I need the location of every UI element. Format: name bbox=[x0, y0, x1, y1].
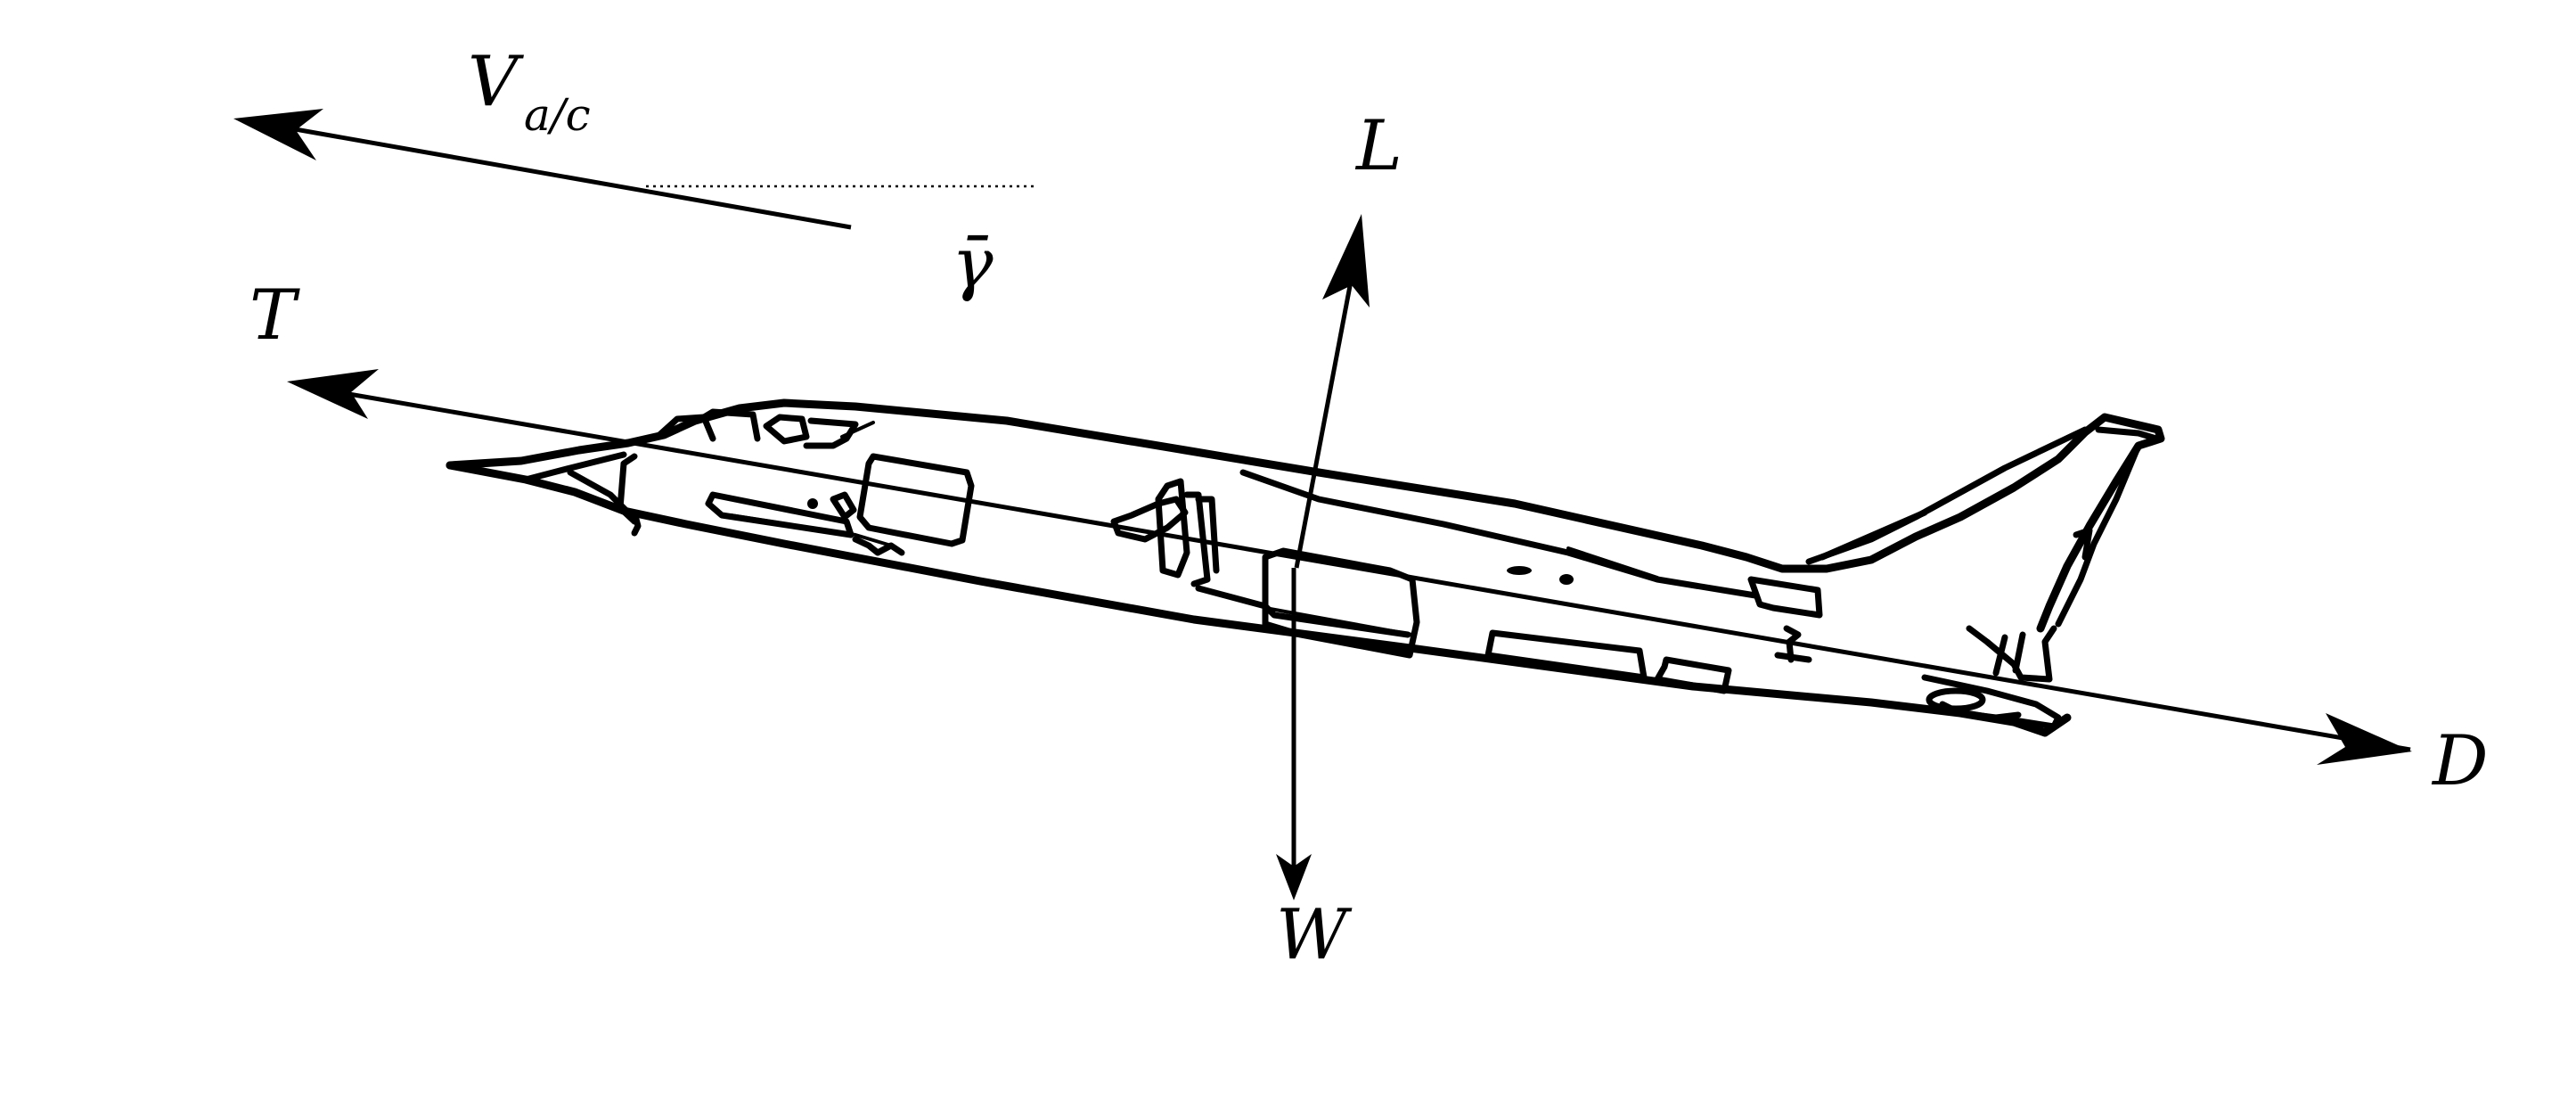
tail-cone-bottom bbox=[1921, 674, 2062, 730]
main-gear-bay bbox=[1262, 547, 1420, 659]
canopy-frame-3 bbox=[803, 417, 859, 449]
vertical-tail-tip bbox=[2095, 426, 2160, 442]
nozzle-segment-1 bbox=[1992, 634, 2008, 677]
undercarriage-nose-door bbox=[830, 491, 857, 521]
nozzle-segment-2 bbox=[2012, 631, 2026, 674]
nose-intake-line bbox=[522, 451, 627, 483]
drag-vector bbox=[2317, 713, 2412, 765]
velocity-subscript: a/c bbox=[524, 89, 591, 141]
drag-chute-housing bbox=[1926, 687, 1986, 712]
intake-ramp bbox=[1155, 478, 1190, 579]
rudder-trailing-edge bbox=[2055, 442, 2142, 628]
lower-forward-seam bbox=[729, 513, 893, 547]
intake-lip bbox=[1195, 496, 1220, 574]
intake-splitter bbox=[1183, 491, 1211, 587]
thrust-vector bbox=[287, 369, 2411, 752]
ventral-fin-panel bbox=[1654, 656, 1732, 694]
airbrake-panel bbox=[1484, 629, 1648, 681]
spine-accent-line bbox=[1566, 546, 1659, 579]
rear-fuselage-panel bbox=[1747, 576, 1823, 619]
lower-forward-panel bbox=[705, 491, 855, 538]
flight-path-angle-label: γ̄ bbox=[952, 224, 994, 304]
lift-label: L bbox=[1354, 106, 1402, 186]
canopy-rear-fairing bbox=[840, 421, 875, 439]
fuselage-vent-2 bbox=[1559, 574, 1574, 585]
ventral-scoop bbox=[852, 536, 905, 556]
fuselage-vent-1 bbox=[1507, 566, 1532, 575]
exhaust-nozzle bbox=[1966, 625, 2057, 683]
velocity-vector bbox=[233, 109, 852, 230]
tail-strake-fin bbox=[1774, 652, 1812, 663]
fuselage-rivet bbox=[807, 498, 818, 509]
lift-vector bbox=[1294, 214, 1370, 569]
pitot-probe bbox=[631, 509, 642, 537]
canopy-frame-1 bbox=[700, 408, 761, 442]
forward-equipment-bay bbox=[856, 453, 975, 547]
drag-label: D bbox=[2431, 721, 2489, 801]
canopy-frame-2 bbox=[763, 414, 810, 445]
vertical-tail-rib bbox=[1819, 509, 1928, 561]
lower-mid-panel bbox=[1195, 585, 1411, 638]
jet-aircraft-drawing bbox=[446, 398, 2165, 737]
velocity-label: V a/c bbox=[468, 42, 591, 141]
weight-label: W bbox=[1276, 895, 1353, 975]
thrust-label: T bbox=[249, 275, 300, 356]
intake-front-fairing bbox=[617, 453, 638, 525]
upper-spine-line bbox=[1239, 469, 1759, 599]
canopy-front bbox=[656, 414, 716, 442]
velocity-symbol: V bbox=[468, 42, 524, 122]
rudder-hinge bbox=[2073, 527, 2093, 561]
tail-strake bbox=[1783, 625, 1802, 663]
fuselage-lower-contour bbox=[446, 461, 2072, 737]
